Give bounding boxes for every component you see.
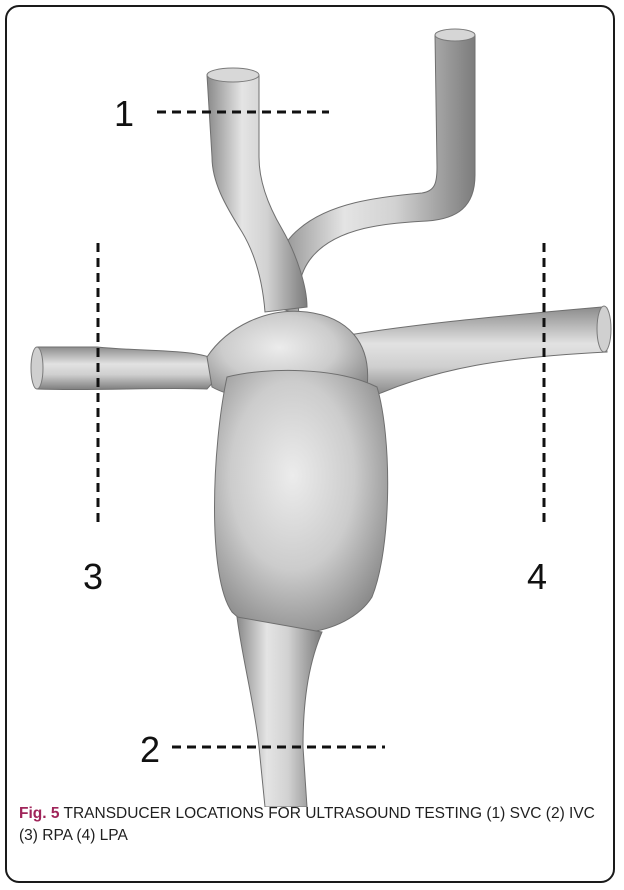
marker-label-4: 4: [527, 559, 547, 595]
svc-branch: [207, 68, 307, 312]
caption-text: TRANSDUCER LOCATIONS FOR ULTRASOUND TEST…: [19, 805, 595, 844]
figure-caption: Fig. 5 TRANSDUCER LOCATIONS FOR ULTRASOU…: [19, 803, 609, 847]
vessel-model-illustration: [7, 7, 615, 807]
marker-label-3: 3: [83, 559, 103, 595]
rpa-branch: [31, 347, 227, 390]
ivc-branch: [237, 617, 322, 807]
figure-frame: 1 2 3 4 Fig. 5 TRANSDUCER LOCATIONS FOR …: [5, 5, 615, 883]
main-chamber: [215, 370, 388, 633]
lpa-branch: [337, 306, 611, 399]
caption-label: Fig. 5: [19, 805, 59, 822]
marker-label-1: 1: [114, 96, 134, 132]
marker-label-2: 2: [140, 732, 160, 768]
right-upper-branch: [274, 29, 475, 315]
